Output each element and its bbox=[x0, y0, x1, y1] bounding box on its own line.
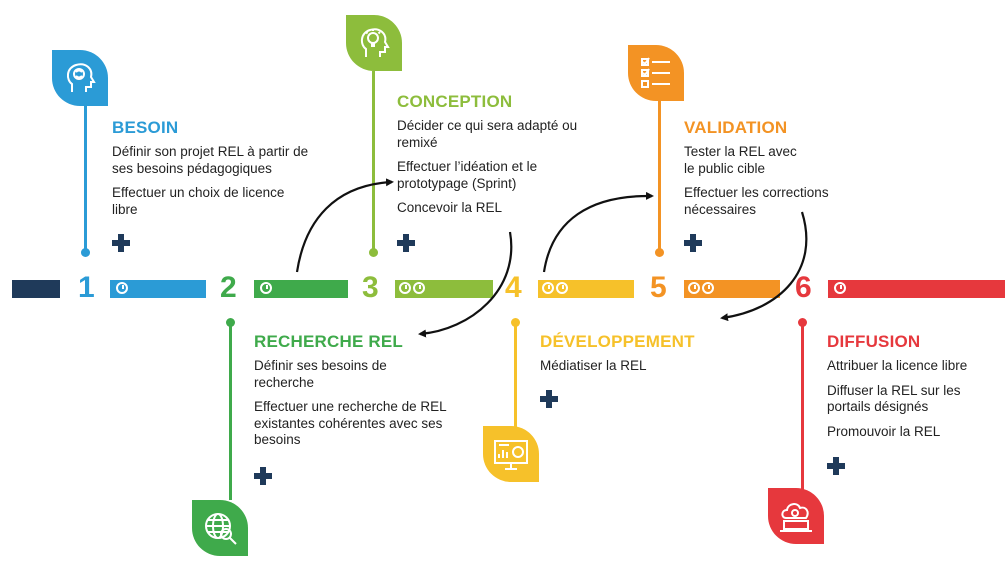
diffusion-title: DIFFUSION bbox=[827, 332, 921, 351]
besoin-line-1: Définir son projet REL à partir de ses b… bbox=[112, 144, 309, 176]
recherche-title: RECHERCHE REL bbox=[254, 332, 404, 351]
developpement-connector bbox=[514, 322, 517, 430]
diffusion-text: Attribuer la licence libre Diffuser la R… bbox=[827, 358, 997, 448]
validation-text: Tester la REL avec le public cible Effec… bbox=[684, 144, 874, 226]
brain-head-icon bbox=[66, 63, 96, 92]
diffusion-line-1: Attribuer la licence libre bbox=[827, 358, 968, 373]
clock-icon bbox=[542, 282, 554, 294]
timeline-bar-5 bbox=[684, 280, 780, 298]
conception-dot bbox=[369, 248, 378, 257]
developpement-text: Médiatiser la REL bbox=[540, 358, 720, 383]
recherche-text: Définir ses besoins de recherche Effectu… bbox=[254, 358, 464, 457]
clock-icon bbox=[702, 282, 714, 294]
diffusion-plus-icon[interactable] bbox=[827, 457, 845, 475]
besoin-title: BESOIN bbox=[112, 118, 179, 137]
clock-icon bbox=[116, 282, 128, 294]
developpement-icon-tile bbox=[483, 426, 539, 482]
besoin-dot bbox=[81, 248, 90, 257]
recherche-connector bbox=[229, 322, 232, 500]
conception-line-2: Effectuer l’idéation et le prototypage (… bbox=[397, 159, 538, 191]
step-number-6: 6 bbox=[795, 271, 812, 304]
cloud-laptop-icon bbox=[780, 503, 812, 532]
besoin-text: Définir son projet REL à partir de ses b… bbox=[112, 144, 312, 226]
step-number-1: 1 bbox=[78, 271, 95, 304]
besoin-icon-tile bbox=[52, 50, 108, 106]
arrow-4-to-5 bbox=[542, 191, 654, 273]
diffusion-line-2: Diffuser la REL sur les portails désigné… bbox=[827, 382, 961, 415]
step-number-2: 2 bbox=[220, 271, 237, 304]
conception-plus-icon[interactable] bbox=[397, 234, 415, 252]
diffusion-icon-tile bbox=[768, 488, 824, 544]
recherche-icon-tile bbox=[192, 500, 248, 556]
clock-icon bbox=[413, 282, 425, 294]
clock-icon bbox=[688, 282, 700, 294]
timeline-bar-6 bbox=[828, 280, 1005, 298]
timeline-start-block bbox=[12, 280, 60, 298]
clock-icon bbox=[834, 282, 846, 294]
diffusion-line-3: Promouvoir la REL bbox=[827, 423, 941, 439]
recherche-line-1: Définir ses besoins de recherche bbox=[254, 358, 387, 390]
conception-line-3: Concevoir la REL bbox=[397, 200, 503, 215]
step-number-3: 3 bbox=[362, 271, 379, 304]
conception-line-1: Décider ce qui sera adapté ou remixé bbox=[397, 118, 578, 150]
globe-search-icon bbox=[205, 513, 237, 545]
recherche-plus-icon[interactable] bbox=[254, 467, 272, 485]
timeline-bar-1 bbox=[110, 280, 206, 298]
timeline-bar-4 bbox=[538, 280, 634, 298]
besoin-connector bbox=[84, 106, 87, 251]
conception-title: CONCEPTION bbox=[397, 92, 513, 111]
arrow-3-to-2 bbox=[418, 231, 513, 338]
validation-line-1: Tester la REL avec le public cible bbox=[684, 144, 797, 176]
validation-icon-tile bbox=[628, 45, 684, 101]
validation-connector bbox=[658, 101, 661, 251]
conception-icon-tile bbox=[346, 15, 402, 71]
dashboard-monitor-icon bbox=[494, 440, 528, 470]
arrow-2-to-3 bbox=[295, 178, 394, 273]
lightbulb-head-icon bbox=[360, 28, 390, 57]
conception-connector bbox=[372, 71, 375, 251]
validation-dot bbox=[655, 248, 664, 257]
timeline-bar-3 bbox=[395, 280, 493, 298]
arrow-5-to-4 bbox=[720, 211, 808, 322]
validation-title: VALIDATION bbox=[684, 118, 788, 137]
checklist-icon bbox=[641, 57, 670, 88]
besoin-plus-icon[interactable] bbox=[112, 234, 130, 252]
recherche-line-2: Effectuer une recherche de REL existante… bbox=[254, 399, 447, 447]
timeline-bar-2 bbox=[254, 280, 348, 298]
clock-icon bbox=[260, 282, 272, 294]
developpement-line-1: Médiatiser la REL bbox=[540, 358, 647, 373]
besoin-line-2: Effectuer un choix de licence libre bbox=[112, 185, 285, 217]
developpement-plus-icon[interactable] bbox=[540, 390, 558, 408]
developpement-title: DÉVELOPPEMENT bbox=[540, 332, 695, 351]
diffusion-connector bbox=[801, 322, 804, 490]
validation-line-2: Effectuer les corrections nécessaires bbox=[684, 185, 829, 217]
clock-icon bbox=[556, 282, 568, 294]
clock-icon bbox=[399, 282, 411, 294]
conception-text: Décider ce qui sera adapté ou remixé Eff… bbox=[397, 118, 597, 225]
step-number-5: 5 bbox=[650, 271, 667, 304]
step-number-4: 4 bbox=[505, 271, 522, 304]
validation-plus-icon[interactable] bbox=[684, 234, 702, 252]
